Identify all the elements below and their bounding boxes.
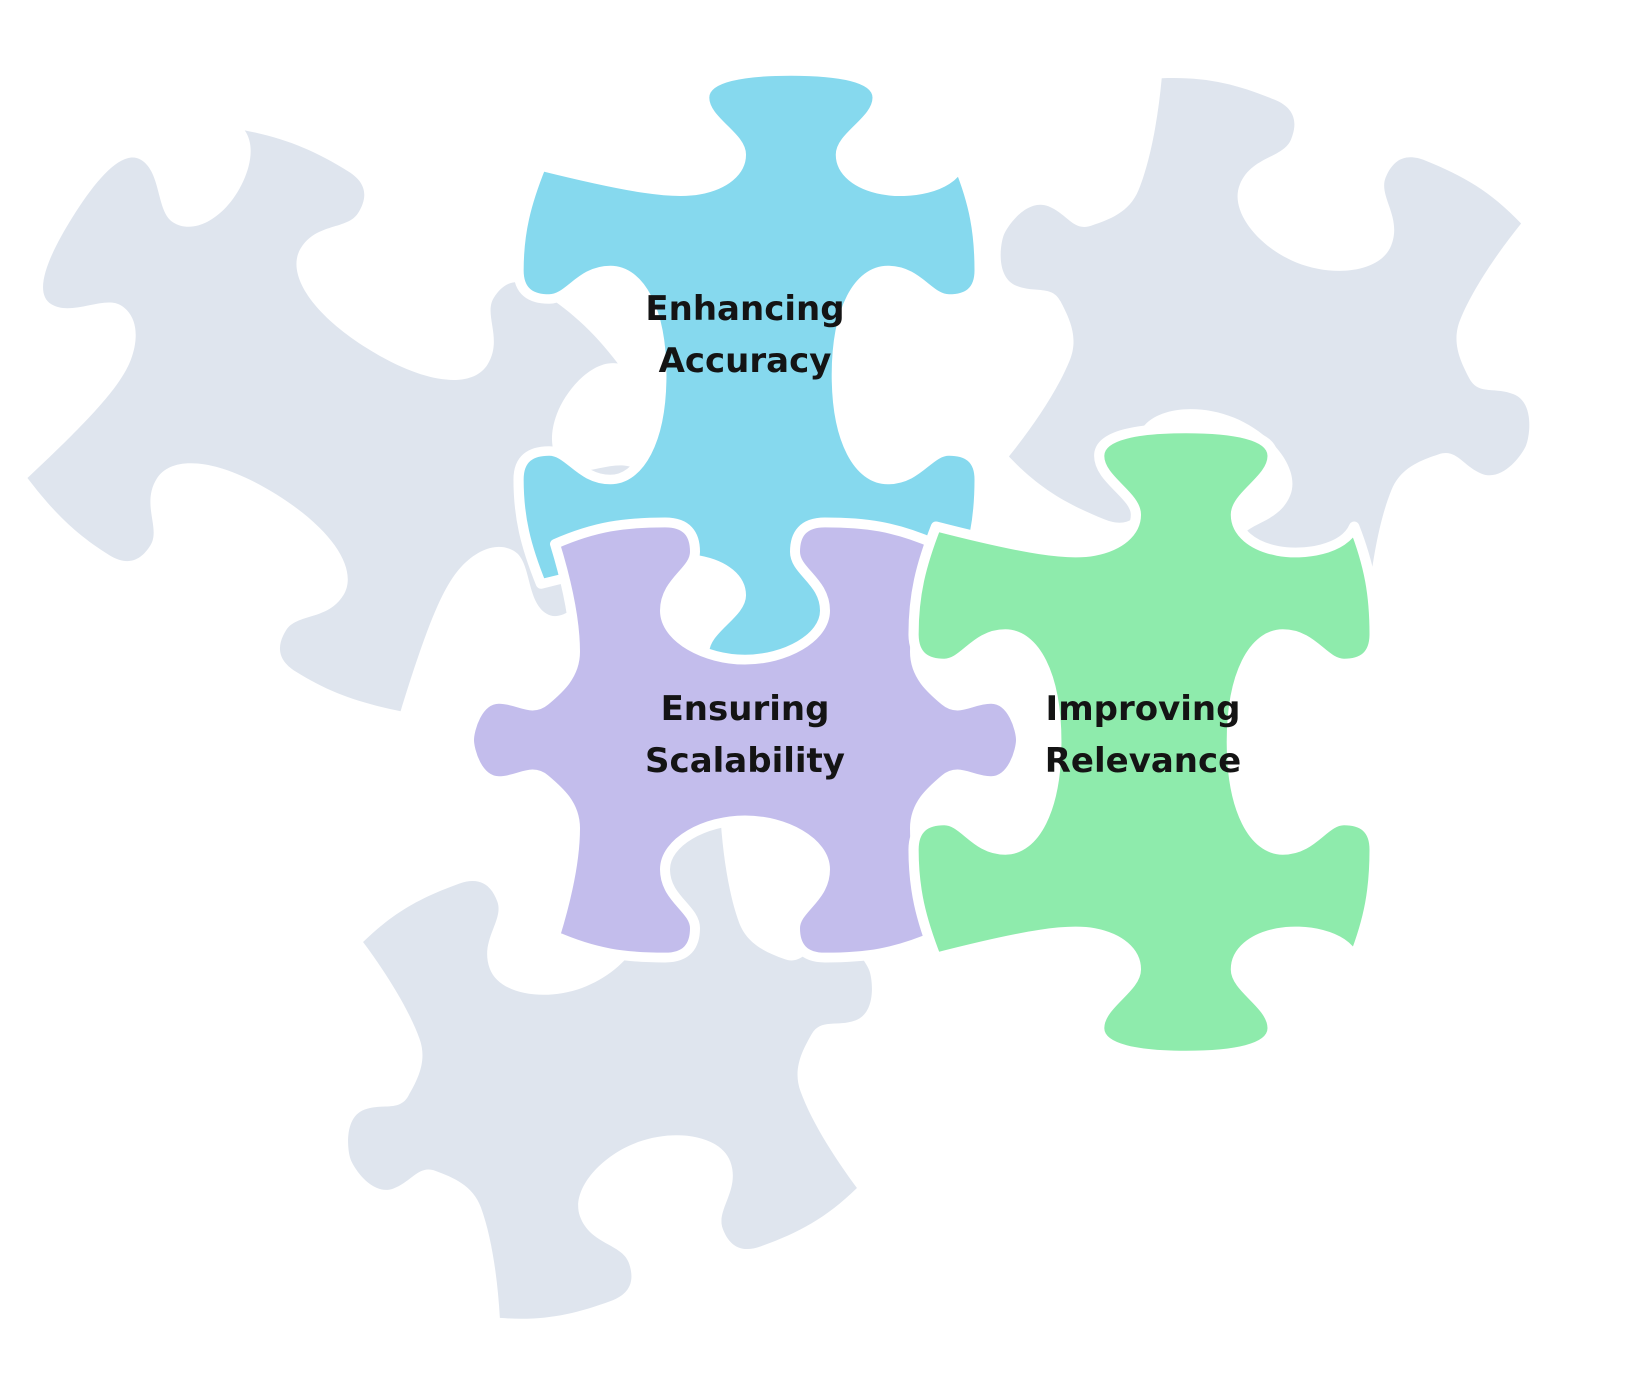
label-accuracy-line1: Enhancing <box>645 289 844 329</box>
label-scalability-line1: Ensuring <box>661 689 830 729</box>
label-accuracy-line2: Accuracy <box>659 341 832 381</box>
label-scalability-line2: Scalability <box>645 741 845 781</box>
label-relevance-line2: Relevance <box>1045 741 1241 781</box>
label-scalability: Ensuring Scalability <box>645 689 845 781</box>
label-relevance-line1: Improving <box>1046 689 1241 729</box>
label-relevance: Improving Relevance <box>1045 689 1241 781</box>
label-accuracy: Enhancing Accuracy <box>645 289 844 381</box>
